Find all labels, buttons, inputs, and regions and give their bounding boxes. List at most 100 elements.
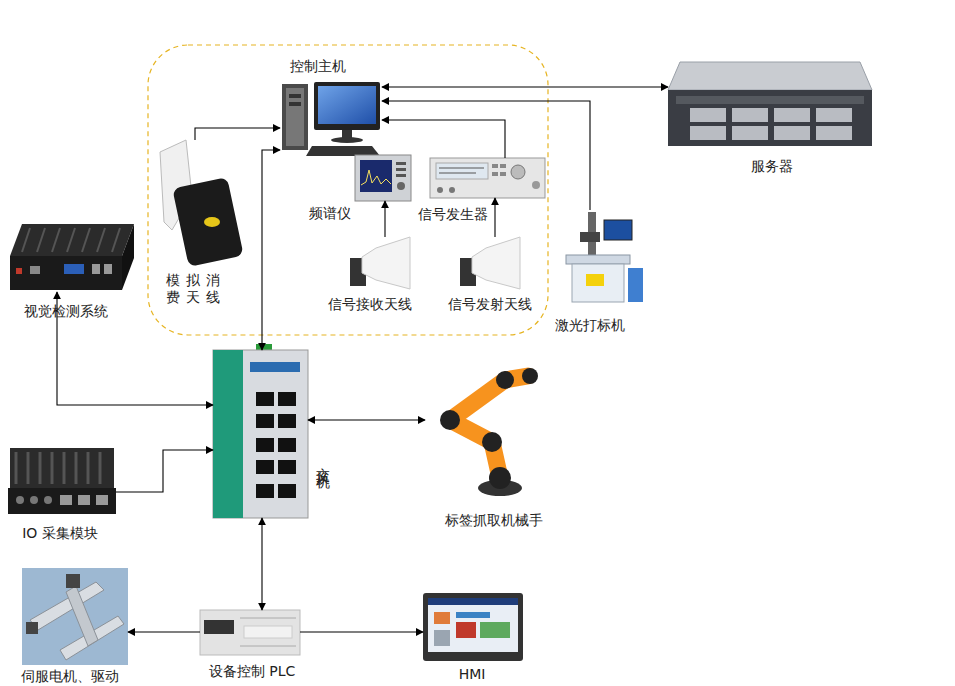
device-label: 频谱仪 (290, 205, 370, 222)
hmi-picture-part (434, 612, 450, 624)
io-module-picture-part (99, 452, 102, 484)
device-node: IO 采集模块 (8, 445, 116, 515)
device-node: 频谱仪 (355, 155, 411, 201)
connector-arrow (262, 150, 280, 350)
vision-computer-picture-part (10, 224, 134, 256)
device-node: 信号接收天线 (350, 237, 412, 289)
vision-computer-picture-part (64, 264, 84, 274)
connector-group (57, 87, 668, 632)
consumer-antenna-picture-part (172, 177, 243, 267)
hmi-picture (423, 593, 523, 661)
robot-arm-picture (440, 368, 538, 496)
device-node: 交换机 (213, 350, 308, 518)
connector-arrow (195, 128, 280, 140)
network-switch-picture-part (256, 460, 274, 474)
vision-computer-picture-part (37, 228, 45, 252)
connector-arrow (116, 450, 213, 492)
device-node: HMI (423, 593, 523, 661)
laser-marker-picture-part (566, 255, 630, 264)
consumer-antenna-picture-part (204, 217, 220, 227)
vision-computer-picture-part (16, 268, 22, 274)
servo-gantry-picture-part (30, 582, 104, 630)
spectrum-analyzer-picture-part (355, 155, 411, 201)
pc-picture-part (331, 137, 363, 143)
connector-arrow (261, 518, 262, 610)
hmi-picture-part (456, 622, 476, 638)
connector-arrow (382, 86, 668, 87)
device-label: 伺服电机、驱动 (5, 668, 135, 685)
network-switch-picture-part (213, 350, 308, 518)
vision-computer-picture-part (112, 228, 120, 252)
network-switch-picture-part (278, 484, 296, 498)
robot-arm-picture-part (450, 376, 528, 478)
network-switch-picture-part (278, 460, 296, 474)
vision-computer-picture-part (67, 228, 75, 252)
spectrum-analyzer-picture-part (396, 174, 406, 177)
signal-generator-picture-part (500, 172, 506, 176)
laser-marker-picture-part (628, 268, 643, 302)
connector-arrow (300, 631, 423, 632)
device-node: 伺服电机、驱动 (22, 568, 128, 665)
vision-computer-picture-part (122, 224, 134, 290)
connector-arrow (308, 419, 425, 420)
plc-picture-part (240, 646, 296, 647)
signal-generator-picture-part (439, 173, 476, 174)
pc-picture (282, 82, 380, 156)
laser-marker-picture-part (572, 264, 624, 302)
device-label: 模拟消费天线 (165, 272, 227, 306)
network-switch-picture-part (213, 350, 243, 518)
pc-picture-part (342, 130, 352, 138)
io-module-picture-part (75, 452, 78, 484)
connector-arrow (382, 101, 590, 210)
laser-marker-picture-part (604, 220, 632, 240)
plc-picture-part (244, 626, 292, 638)
server-picture (668, 62, 872, 146)
device-label: 信号发生器 (403, 206, 503, 223)
plc-picture-part (200, 610, 300, 655)
device-label: 信号接收天线 (315, 296, 425, 313)
horn-antenna-picture (460, 237, 520, 289)
io-module-picture-part (63, 452, 66, 484)
server-picture-part (816, 126, 852, 140)
vision-computer-picture-part (97, 228, 105, 252)
vision-computer-picture-part (92, 264, 100, 274)
device-node: 标签抓取机械手 (425, 365, 545, 500)
hmi-picture-part (480, 622, 510, 638)
spectrum-analyzer-picture-part (396, 162, 406, 165)
network-switch-picture-part (278, 414, 296, 428)
connector-arrow (494, 198, 495, 237)
network-switch-picture-part (256, 414, 274, 428)
plc-picture-part (240, 618, 296, 619)
spectrum-analyzer-picture-part (397, 182, 405, 190)
signal-generator-picture-part (436, 163, 488, 179)
consumer-antenna-picture (160, 140, 244, 267)
spectrum-analyzer-picture-part (360, 160, 392, 192)
spectrum-analyzer-picture-part (396, 168, 406, 171)
signal-generator-picture-part (439, 168, 484, 169)
network-switch-picture-part (256, 392, 274, 406)
io-module-picture-part (96, 495, 108, 505)
hmi-picture-part (434, 630, 450, 646)
server-picture-part (690, 126, 726, 140)
io-module-picture-part (10, 448, 114, 488)
io-module-picture-part (51, 452, 54, 484)
io-module-picture-part (78, 495, 90, 505)
device-label: 控制主机 (258, 58, 378, 75)
network-switch-picture-part (278, 438, 296, 452)
signal-generator-picture-part (430, 158, 545, 198)
servo-gantry-picture-part (26, 622, 38, 634)
laser-marker-picture-part (580, 232, 600, 242)
vision-computer-picture-part (104, 264, 112, 274)
device-label: 信号发射天线 (435, 296, 545, 313)
device-node: 服务器 (668, 62, 872, 150)
io-module-picture-part (8, 488, 116, 514)
server-picture-part (676, 96, 864, 104)
io-module-picture (8, 448, 116, 514)
io-module-picture-part (44, 496, 52, 504)
io-module-picture-part (30, 496, 38, 504)
device-node: 视觉检测系统 (10, 222, 140, 292)
device-node: 控制主机 (280, 80, 382, 158)
